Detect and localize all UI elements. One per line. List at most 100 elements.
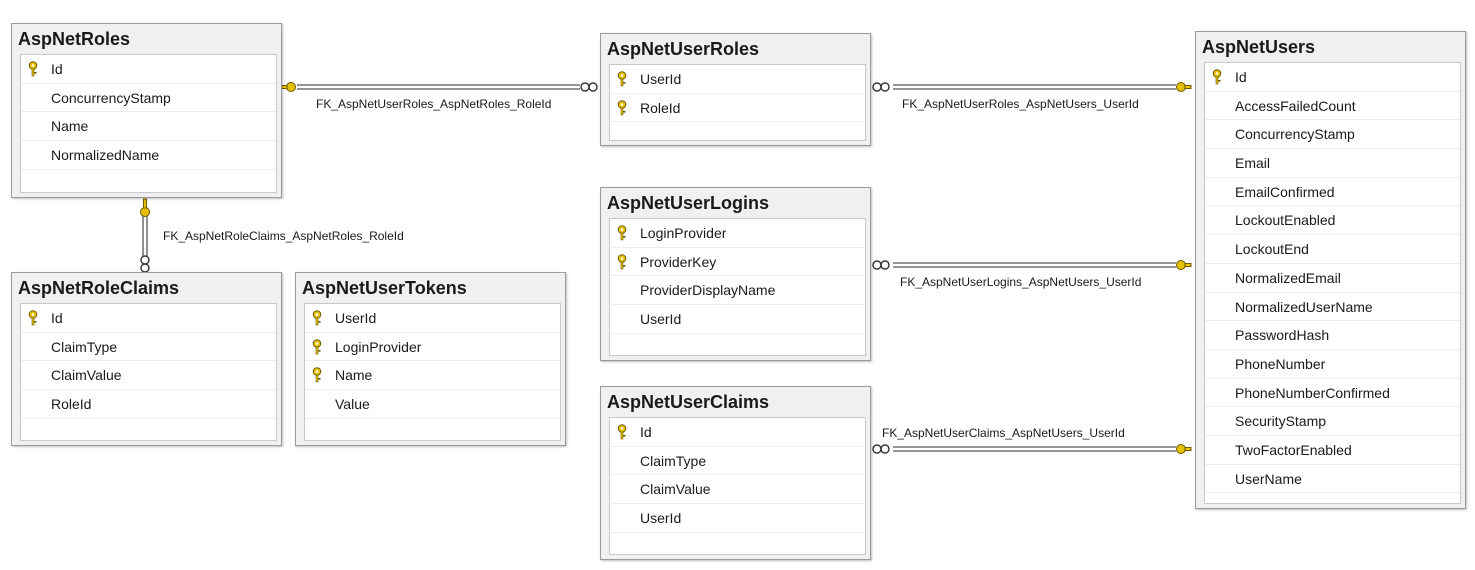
column-row[interactable]: ProviderDisplayName bbox=[610, 276, 865, 306]
column-name: LockoutEnabled bbox=[1235, 212, 1336, 229]
column-name: RoleId bbox=[640, 99, 681, 116]
column-row[interactable]: ProviderKey bbox=[610, 248, 865, 277]
column-row[interactable]: RoleId bbox=[610, 94, 865, 123]
column-name: EmailConfirmed bbox=[1235, 183, 1335, 200]
column-list: Id ClaimType ClaimValue RoleId bbox=[20, 303, 277, 441]
column-row[interactable]: ClaimValue bbox=[21, 361, 276, 391]
column-name: NormalizedName bbox=[51, 147, 160, 164]
table-aspnetusers[interactable]: AspNetUsers Id AccessFailedCount Concurr… bbox=[1195, 31, 1466, 509]
column-name: NormalizedUserName bbox=[1235, 298, 1373, 315]
column-row[interactable]: ClaimValue bbox=[610, 475, 865, 505]
column-row[interactable]: NormalizedEmail bbox=[1205, 264, 1460, 293]
column-row[interactable]: LockoutEnabled bbox=[1205, 206, 1460, 236]
column-row[interactable]: ClaimType bbox=[610, 447, 865, 476]
column-row[interactable]: RoleId bbox=[21, 390, 276, 419]
column-row[interactable]: Value bbox=[305, 390, 560, 419]
table-title: AspNetUserRoles bbox=[607, 39, 760, 59]
one-end-key-icon bbox=[1176, 260, 1192, 270]
table-aspnetuserlogins[interactable]: AspNetUserLogins LoginProvider ProviderK… bbox=[600, 187, 871, 361]
column-name: UserId bbox=[640, 311, 682, 328]
many-end-icon bbox=[872, 82, 890, 92]
column-row[interactable]: Id bbox=[21, 304, 276, 333]
one-end-key-icon bbox=[140, 198, 150, 217]
many-end-icon bbox=[580, 82, 598, 92]
column-row[interactable]: Name bbox=[305, 361, 560, 391]
column-name: SecurityStamp bbox=[1235, 413, 1327, 430]
primary-key-icon bbox=[28, 61, 38, 77]
primary-key-icon bbox=[312, 338, 322, 354]
column-row[interactable]: TwoFactorEnabled bbox=[1205, 436, 1460, 465]
table-aspnetusertokens[interactable]: AspNetUserTokens UserId LoginProvider Na… bbox=[295, 272, 566, 446]
table-aspnetuserroles[interactable]: AspNetUserRoles UserId RoleId bbox=[600, 33, 871, 146]
column-row[interactable]: UserId bbox=[305, 304, 560, 333]
column-row[interactable]: Id bbox=[21, 55, 276, 84]
column-name: ProviderDisplayName bbox=[640, 282, 776, 299]
table-aspnetroles[interactable]: AspNetRoles Id ConcurrencyStamp Name Nor… bbox=[11, 23, 282, 198]
primary-key-icon bbox=[617, 225, 627, 241]
column-list: UserId RoleId bbox=[609, 64, 866, 141]
column-name: ConcurrencyStamp bbox=[51, 89, 171, 106]
column-row[interactable]: ClaimType bbox=[21, 333, 276, 362]
column-row[interactable]: PasswordHash bbox=[1205, 321, 1460, 350]
fk-label-userroles-roles: FK_AspNetUserRoles_AspNetRoles_RoleId bbox=[316, 97, 552, 111]
column-row[interactable]: EmailConfirmed bbox=[1205, 178, 1460, 207]
column-name: ClaimType bbox=[640, 452, 707, 469]
table-aspnetuserclaims[interactable]: AspNetUserClaims Id ClaimType ClaimValue… bbox=[600, 386, 871, 560]
primary-key-icon bbox=[617, 253, 627, 269]
column-row[interactable]: AccessFailedCount bbox=[1205, 92, 1460, 121]
table-title: AspNetRoles bbox=[18, 29, 131, 49]
column-row[interactable]: Email bbox=[1205, 149, 1460, 178]
table-title: AspNetUserLogins bbox=[607, 193, 770, 213]
column-row[interactable]: UserId bbox=[610, 65, 865, 94]
column-row[interactable]: ConcurrencyStamp bbox=[21, 84, 276, 113]
column-list: UserId LoginProvider Name Value bbox=[304, 303, 561, 441]
column-name: Id bbox=[51, 310, 63, 326]
column-row[interactable]: NormalizedUserName bbox=[1205, 293, 1460, 322]
column-row[interactable]: PhoneNumberConfirmed bbox=[1205, 379, 1460, 408]
column-name: PhoneNumber bbox=[1235, 355, 1326, 372]
primary-key-icon bbox=[1212, 69, 1222, 85]
primary-key-icon bbox=[312, 367, 322, 383]
column-row[interactable]: Id bbox=[610, 418, 865, 447]
column-name: Value bbox=[335, 396, 370, 413]
fk-label-userroles-users: FK_AspNetUserRoles_AspNetUsers_UserId bbox=[902, 97, 1139, 111]
column-name: AccessFailedCount bbox=[1235, 97, 1356, 114]
column-name: Name bbox=[51, 118, 89, 135]
column-row[interactable]: UserId bbox=[610, 504, 865, 533]
primary-key-icon bbox=[28, 310, 38, 326]
primary-key-icon bbox=[617, 71, 627, 87]
column-row[interactable]: PhoneNumber bbox=[1205, 350, 1460, 379]
column-row[interactable]: ConcurrencyStamp bbox=[1205, 120, 1460, 150]
primary-key-icon bbox=[617, 99, 627, 115]
column-name: LoginProvider bbox=[640, 225, 727, 241]
column-name: TwoFactorEnabled bbox=[1235, 441, 1352, 458]
column-name: Name bbox=[335, 367, 373, 384]
column-name: ClaimValue bbox=[51, 367, 122, 384]
fk-label-roleclaims-roles: FK_AspNetRoleClaims_AspNetRoles_RoleId bbox=[163, 229, 404, 243]
column-list: Id ConcurrencyStamp Name NormalizedName bbox=[20, 54, 277, 193]
column-row[interactable]: LoginProvider bbox=[610, 219, 865, 248]
table-aspnetroleclaims[interactable]: AspNetRoleClaims Id ClaimType ClaimValue… bbox=[11, 272, 282, 446]
fk-label-userclaims-users: FK_AspNetUserClaims_AspNetUsers_UserId bbox=[882, 426, 1125, 440]
column-row[interactable]: LoginProvider bbox=[305, 333, 560, 362]
column-row[interactable]: Id bbox=[1205, 63, 1460, 92]
column-list: Id ClaimType ClaimValue UserId bbox=[609, 417, 866, 555]
column-row[interactable]: LockoutEnd bbox=[1205, 235, 1460, 264]
column-name: UserId bbox=[640, 71, 682, 87]
column-name: LockoutEnd bbox=[1235, 241, 1309, 258]
column-name: PhoneNumberConfirmed bbox=[1235, 384, 1390, 401]
column-name: UserId bbox=[640, 510, 682, 527]
column-name: RoleId bbox=[51, 396, 92, 413]
table-title: AspNetUserTokens bbox=[302, 278, 467, 298]
primary-key-icon bbox=[617, 424, 627, 440]
column-row[interactable]: UserId bbox=[610, 305, 865, 334]
column-row[interactable]: SecurityStamp bbox=[1205, 407, 1460, 436]
column-name: PasswordHash bbox=[1235, 327, 1330, 344]
column-row[interactable]: UserName bbox=[1205, 465, 1460, 494]
column-row[interactable]: Name bbox=[21, 112, 276, 142]
table-title: AspNetUsers bbox=[1202, 37, 1316, 57]
table-title: AspNetUserClaims bbox=[607, 392, 770, 412]
column-list: LoginProvider ProviderKey ProviderDispla… bbox=[609, 218, 866, 356]
column-row[interactable]: NormalizedName bbox=[21, 141, 276, 170]
